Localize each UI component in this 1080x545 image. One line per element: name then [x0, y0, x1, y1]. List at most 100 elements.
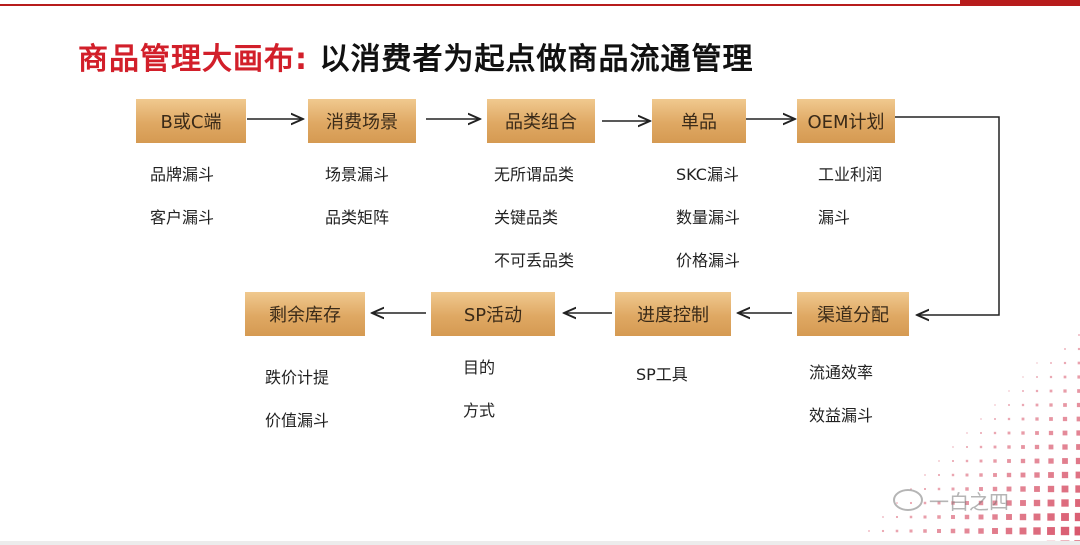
pattern-dot	[938, 460, 940, 462]
pattern-dot	[1008, 390, 1010, 392]
pattern-dot	[965, 473, 969, 477]
pattern-dot	[1077, 361, 1080, 365]
pattern-dot	[952, 446, 954, 448]
label-benefit-funnel: 效益漏斗	[809, 406, 874, 425]
label-circulation-efficiency: 流通效率	[809, 363, 874, 382]
pattern-dot	[1060, 526, 1070, 536]
label-price-drop-provision: 跌价计提	[265, 368, 330, 387]
label-value-funnel: 价值漏斗	[265, 411, 330, 430]
pattern-dot	[1047, 499, 1055, 507]
pattern-dot	[966, 432, 968, 434]
pattern-dot	[1062, 430, 1068, 436]
box-sp-activity: SP活动	[431, 292, 555, 336]
pattern-dot	[994, 418, 996, 420]
pattern-dot	[1033, 513, 1041, 521]
pattern-dot	[1035, 403, 1039, 407]
pattern-dot	[1050, 362, 1052, 364]
pattern-dot	[1047, 513, 1055, 521]
pattern-dot	[938, 474, 940, 476]
pattern-dot	[1006, 500, 1012, 506]
pattern-dot	[1006, 472, 1012, 478]
pattern-dot	[882, 516, 884, 518]
pattern-dot	[1021, 445, 1025, 449]
pattern-dot	[993, 459, 997, 463]
pattern-dot	[980, 418, 982, 420]
box-remaining-inventory: 剩余库存	[245, 292, 365, 336]
pattern-dot	[992, 500, 998, 506]
pattern-dot	[1063, 389, 1067, 393]
pattern-dot	[895, 529, 899, 533]
pattern-dot	[1048, 458, 1054, 464]
pattern-dot	[1007, 417, 1011, 421]
pattern-dot	[978, 528, 984, 534]
pattern-dot	[1005, 527, 1013, 535]
pattern-dot	[1034, 486, 1040, 492]
pattern-dot	[1062, 416, 1068, 422]
pattern-dot	[937, 487, 941, 491]
label-brand-funnel: 品牌漏斗	[150, 165, 215, 184]
pattern-dot	[1022, 390, 1024, 392]
box-progress-control: 进度控制	[615, 292, 731, 336]
label-sp-tools: SP工具	[636, 365, 688, 384]
pattern-dot	[965, 501, 969, 505]
pattern-dot	[1048, 430, 1054, 436]
wechat-icon	[893, 489, 923, 511]
pattern-dot	[978, 514, 984, 520]
pattern-dot	[909, 529, 913, 533]
page-title-highlight: 商品管理大画布:	[78, 42, 308, 77]
pattern-dot	[1019, 513, 1027, 521]
arrow-oem-to-channel	[895, 116, 1000, 315]
page-title-subject: 以消费者为起点做商品流通管理	[308, 42, 754, 77]
box-consumption-scene: 消费场景	[308, 99, 416, 143]
pattern-dot	[1021, 417, 1025, 421]
pattern-dot	[1075, 457, 1080, 465]
label-customer-funnel: 客户漏斗	[150, 208, 215, 227]
pattern-dot	[936, 528, 942, 534]
pattern-dot	[1076, 430, 1080, 436]
pattern-dot	[924, 488, 926, 490]
watermark-text: 一白之四	[929, 489, 1009, 514]
pattern-dot	[979, 487, 983, 491]
pattern-dot	[1049, 389, 1053, 393]
pattern-dot	[1035, 417, 1039, 421]
box-oem-plan: OEM计划	[797, 99, 895, 143]
label-price-funnel: 价格漏斗	[676, 251, 741, 270]
box-single-item: 单品	[652, 99, 746, 143]
pattern-dot	[1061, 485, 1069, 493]
label-scene-funnel: 场景漏斗	[325, 165, 390, 184]
pattern-dot	[924, 474, 926, 476]
pattern-dot	[937, 515, 941, 519]
top-rule	[0, 4, 1080, 6]
pattern-dot	[964, 514, 970, 520]
label-must-keep-category: 不可丢品类	[494, 251, 575, 270]
pattern-dot	[1047, 485, 1055, 493]
pattern-dot	[966, 446, 968, 448]
pattern-dot	[979, 459, 983, 463]
pattern-dot	[1061, 499, 1069, 507]
pattern-dot	[1022, 376, 1024, 378]
pattern-dot	[868, 530, 870, 532]
watermark-logo: 一白之四	[893, 486, 1009, 514]
pattern-dot	[965, 487, 969, 491]
pattern-dot	[1019, 527, 1027, 535]
pattern-dot	[937, 501, 941, 505]
label-purpose: 目的	[463, 358, 496, 377]
pattern-dot	[1020, 486, 1026, 492]
pattern-dot	[1063, 361, 1067, 365]
label-quantity-funnel: 数量漏斗	[676, 208, 741, 227]
pattern-dot	[1033, 499, 1041, 507]
pattern-dot	[1063, 403, 1067, 407]
pattern-dot	[992, 528, 998, 534]
pattern-dot	[1076, 416, 1080, 422]
pattern-dot	[1049, 403, 1053, 407]
pattern-dot	[1075, 499, 1080, 507]
pattern-dot	[1078, 334, 1080, 336]
pattern-dot	[1034, 472, 1040, 478]
label-funnel: 漏斗	[818, 208, 851, 227]
pattern-dot	[1062, 444, 1068, 450]
pattern-dot	[951, 515, 955, 519]
pattern-dot	[1021, 403, 1025, 407]
box-category-mix: 品类组合	[487, 99, 595, 143]
bottom-rule	[0, 541, 1080, 545]
